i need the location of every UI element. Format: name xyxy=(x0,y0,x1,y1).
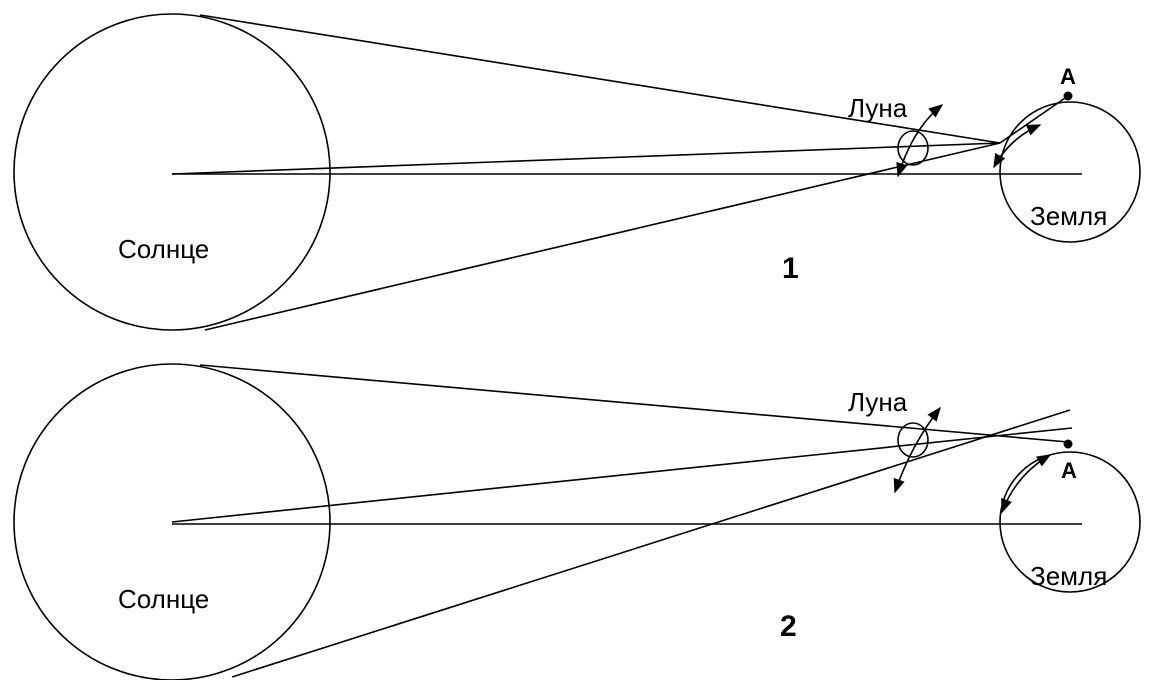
upper-tangent-ray xyxy=(199,14,1001,144)
sun-disk xyxy=(13,363,331,680)
earth-disk xyxy=(999,101,1141,243)
earth-label: Земля xyxy=(1030,201,1107,231)
moon-orbit-arrow xyxy=(893,406,941,494)
point-a-marker xyxy=(1063,439,1073,449)
upper-tangent-ray xyxy=(199,364,1069,443)
moon-orbit-arrow xyxy=(896,104,944,178)
sun-label: Солнце xyxy=(118,234,209,264)
sun-label: Солнце xyxy=(118,584,209,614)
lower-tangent-ray xyxy=(231,409,1071,678)
moon-label: Луна xyxy=(848,387,908,417)
panel-2: A Луна Земля Солнце 2 xyxy=(13,363,1141,680)
earth-rotation-arrow xyxy=(993,124,1042,169)
point-a-marker xyxy=(1063,91,1073,101)
panel-number: 2 xyxy=(780,610,797,643)
center-ray xyxy=(171,142,1001,175)
point-a-label: A xyxy=(1060,64,1076,89)
moon-label: Луна xyxy=(848,93,908,123)
shadow-ray-to-point xyxy=(999,95,1069,144)
moon-disk xyxy=(897,130,929,166)
earth-disk xyxy=(999,451,1141,593)
lower-tangent-ray xyxy=(204,142,1001,331)
earth-label: Земля xyxy=(1030,561,1107,591)
panel-number: 1 xyxy=(782,252,799,285)
earth-rotation-arrow xyxy=(1001,454,1052,514)
center-ray xyxy=(171,427,1073,523)
sun-disk xyxy=(13,13,331,331)
panel-1: A Луна Земля Солнце 1 xyxy=(13,13,1141,331)
point-a-label: A xyxy=(1061,458,1077,483)
